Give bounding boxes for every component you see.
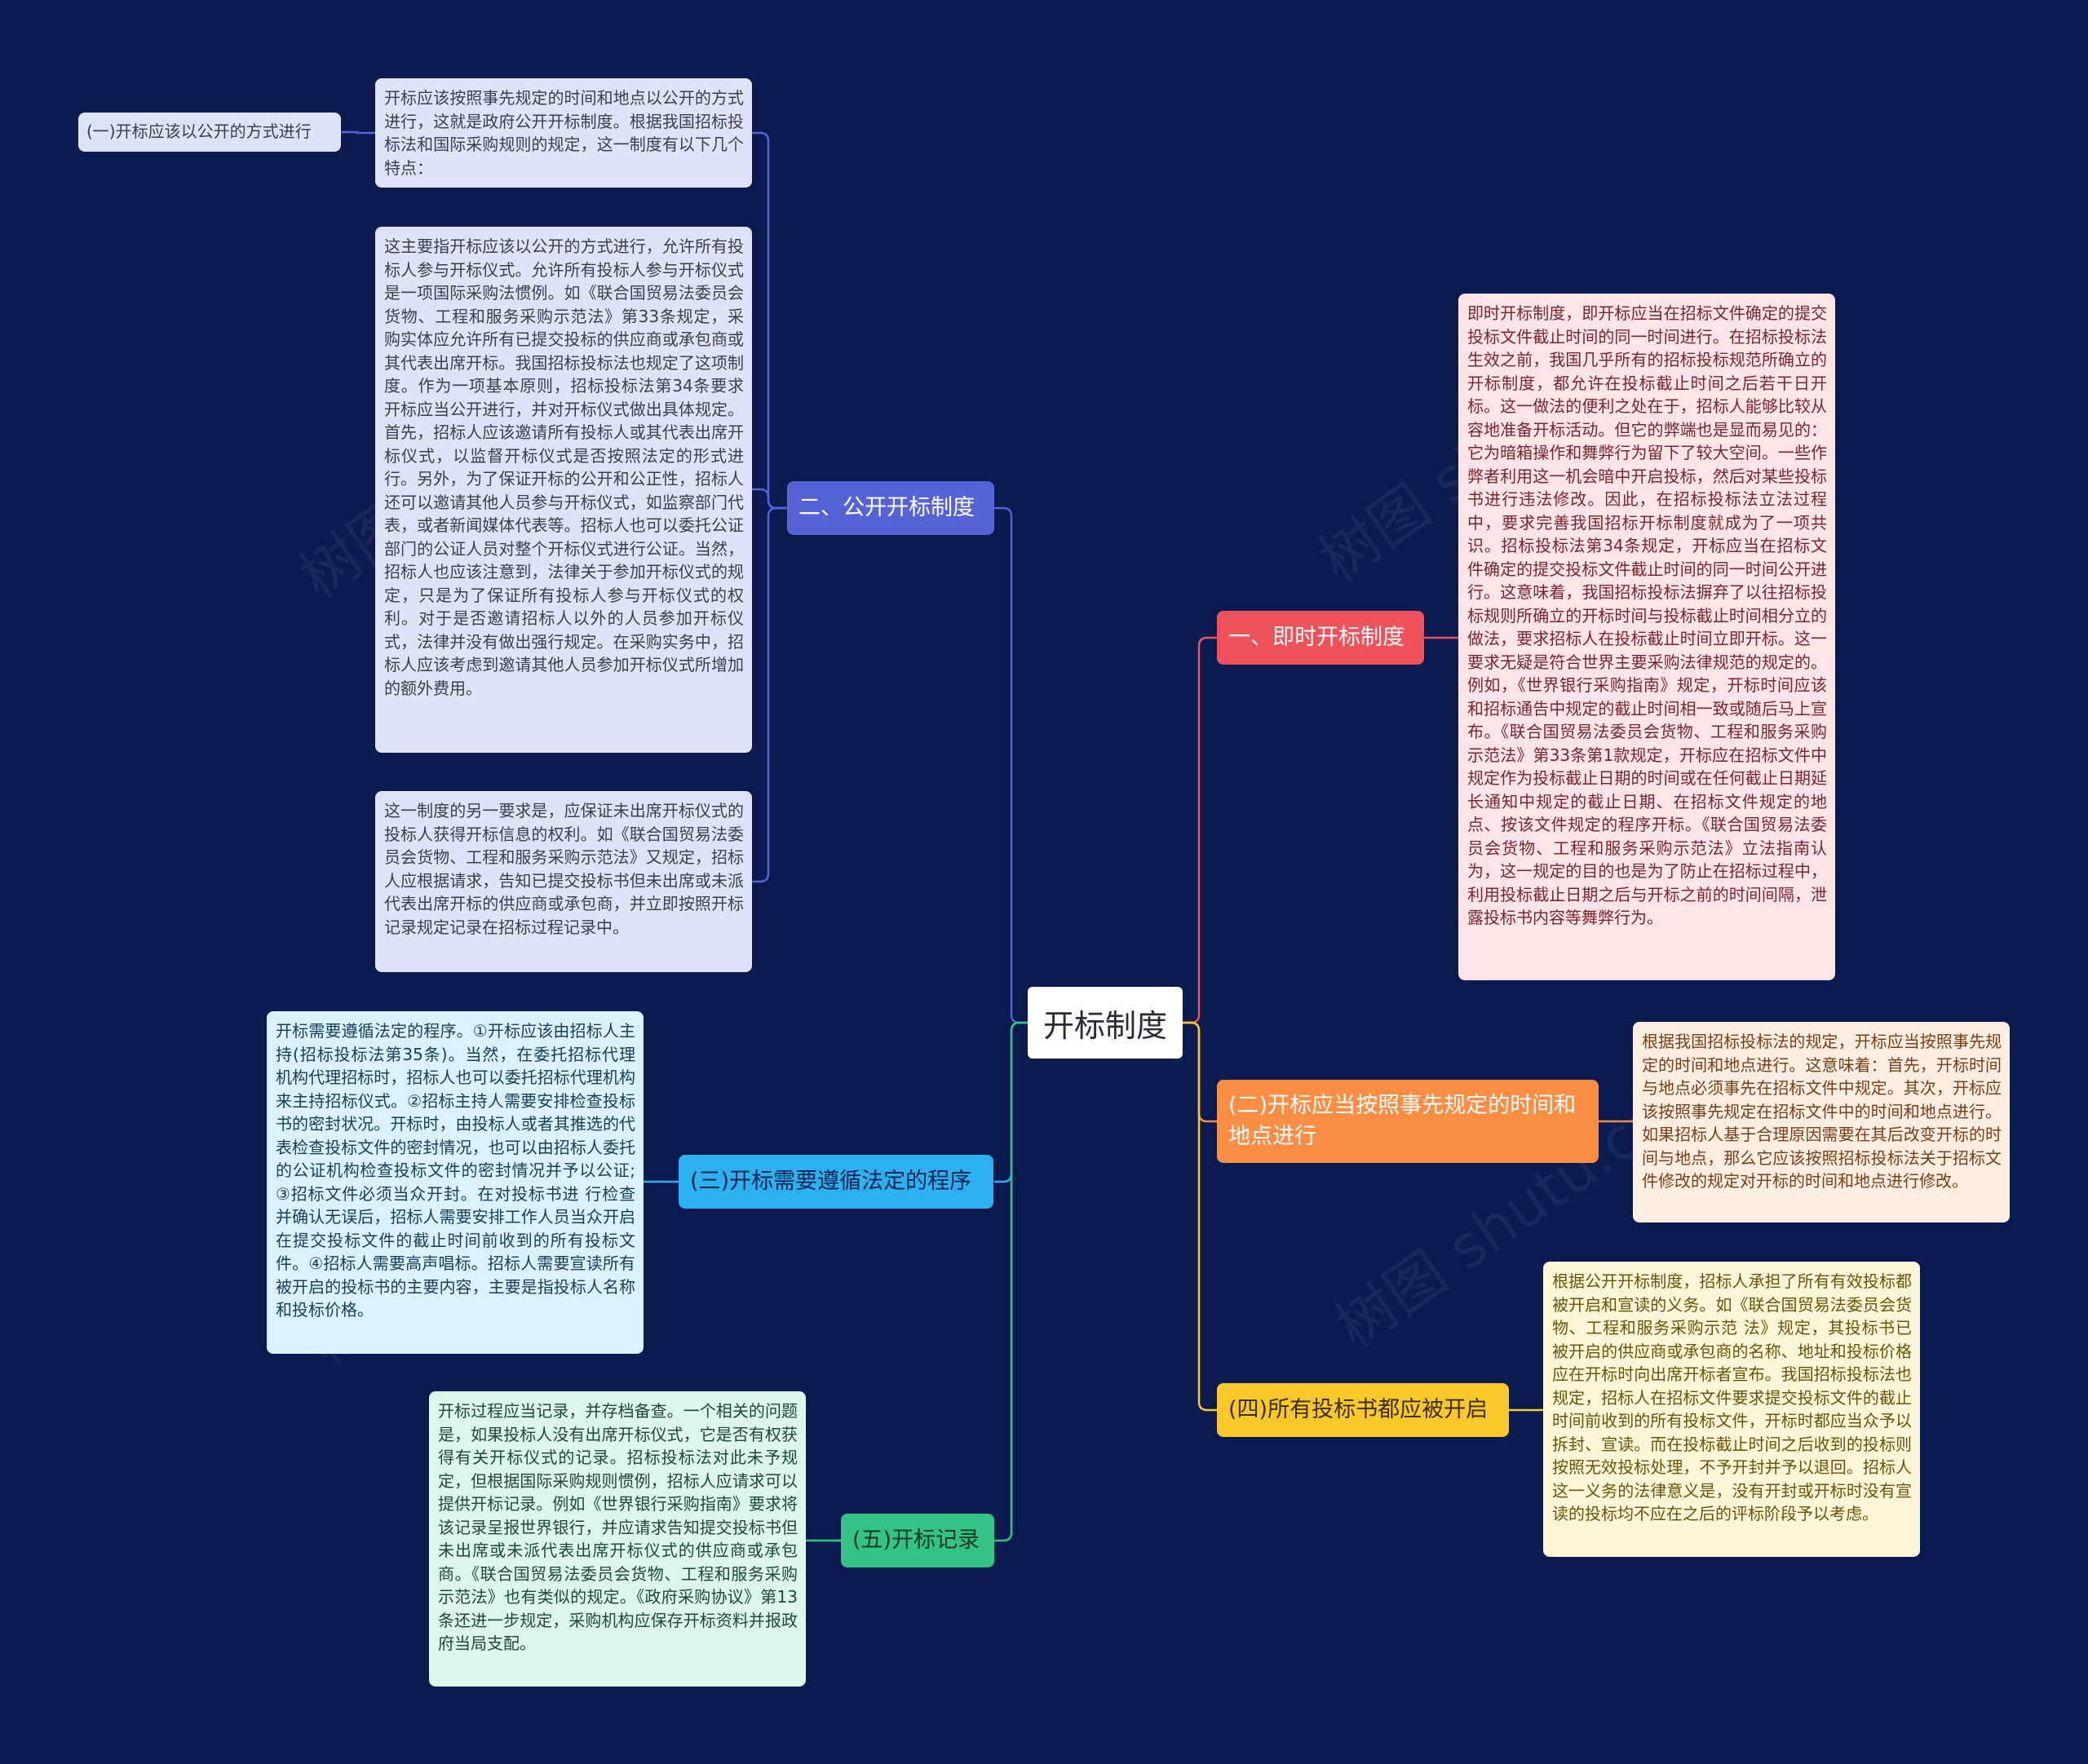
leaf-all-bids-detail: 根据公开开标制度，招标人承担了所有有效投标都被开启和宣读的义务。如《联合国贸易法… (1543, 1262, 1920, 1557)
leaf-immediate-detail: 即时开标制度，即开标应当在招标文件确定的提交投标文件截止时间的同一时间进行。在招… (1458, 294, 1835, 980)
branch-all-bids-opened[interactable]: (四)所有投标书都应被开启 (1217, 1383, 1509, 1437)
leaf-record-detail: 开标过程应当记录，并存档备查。一个相关的问题是，如果投标人没有出席开标仪式，它是… (429, 1391, 806, 1687)
connector-public-detail (752, 488, 787, 510)
branch-legal-procedure[interactable]: (三)开标需要遵循法定的程序 (679, 1155, 993, 1209)
branch-label: (二)开标应当按照事先规定的时间和地点进行 (1228, 1093, 1577, 1149)
leaf-public-detail: 这主要指开标应该以公开的方式进行，允许所有投标人参与开标仪式。允许所有投标人参与… (375, 227, 752, 753)
root-label: 开标制度 (1042, 1007, 1167, 1044)
leaf-public-intro: 开标应该按照事先规定的时间和地点以公开的方式进行，这就是政府公开开标制度。根据我… (375, 78, 752, 188)
branch-public-opening[interactable]: 二、公开开标制度 (787, 481, 994, 535)
branch-time-place[interactable]: (二)开标应当按照事先规定的时间和地点进行 (1217, 1080, 1599, 1163)
connector-root-public (994, 506, 1028, 1024)
branch-label: 二、公开开标制度 (798, 495, 975, 520)
connector-public-other (752, 506, 787, 883)
leaf-time-place-detail: 根据我国招标投标法的规定，开标应当按照事先规定的时间和地点进行。这意味着：首先，… (1633, 1022, 2010, 1222)
branch-immediate-opening[interactable]: 一、即时开标制度 (1217, 611, 1424, 665)
branch-label: (五)开标记录 (852, 1527, 980, 1553)
branch-opening-record[interactable]: (五)开标记录 (841, 1514, 994, 1567)
branch-label: (三)开标需要遵循法定的程序 (690, 1169, 972, 1194)
connector-public-intro (752, 131, 787, 510)
branch-label: (四)所有投标书都应被开启 (1228, 1397, 1489, 1422)
connector-root-all-bids (1183, 1021, 1217, 1412)
leaf-public-sub-title[interactable]: (一)开标应该以公开的方式进行 (78, 113, 341, 152)
root-node[interactable]: 开标制度 (1028, 987, 1183, 1059)
branch-label: 一、即时开标制度 (1228, 625, 1405, 650)
connector-root-immediate (1183, 636, 1217, 1024)
connector-intro-sub (341, 130, 375, 135)
leaf-public-other: 这一制度的另一要求是，应保证未出席开标仪式的投标人获得开标信息的权利。如《联合国… (375, 791, 752, 972)
leaf-procedure-detail: 开标需要遵循法定的程序。①开标应该由招标人主持(招标投标法第35条)。当然，在委… (267, 1011, 644, 1354)
connector-root-record (994, 1021, 1028, 1542)
